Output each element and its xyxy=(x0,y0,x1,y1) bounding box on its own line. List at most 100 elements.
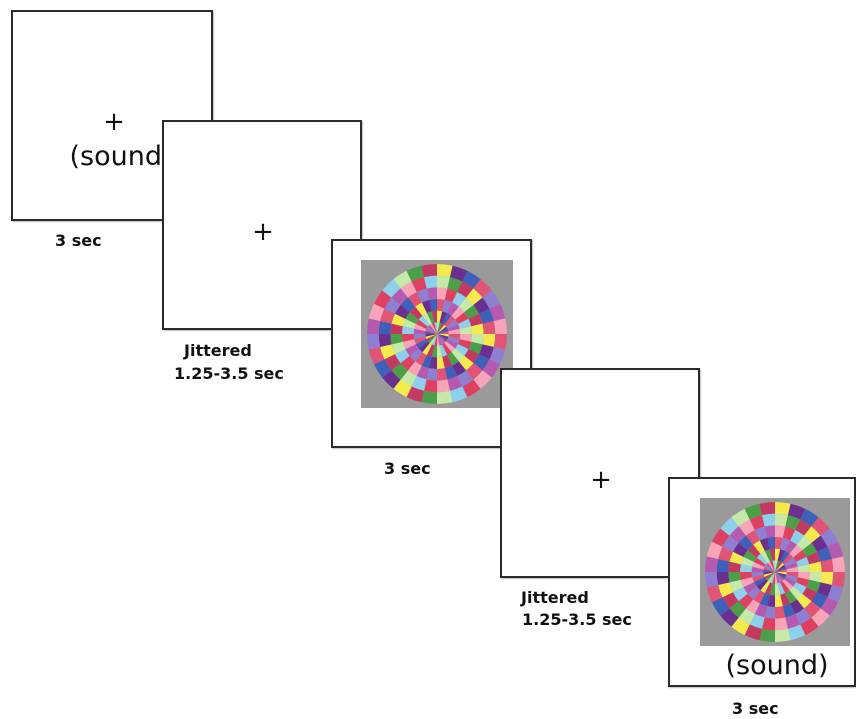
checker-segment xyxy=(444,341,456,353)
checker-segment xyxy=(448,328,461,334)
checker-segment xyxy=(434,322,437,334)
checker-segment xyxy=(738,608,755,625)
checker-segment xyxy=(427,334,437,344)
checker-segment xyxy=(447,302,459,316)
checker-segment xyxy=(747,544,761,558)
checker-segment xyxy=(767,537,775,550)
checker-segment xyxy=(393,379,412,398)
checker-segment xyxy=(767,561,775,572)
checker-segment xyxy=(457,370,474,387)
checker-segment xyxy=(769,583,775,596)
checker-segment xyxy=(442,299,453,313)
checker-segment xyxy=(447,352,459,366)
checker-segment xyxy=(413,334,426,340)
checker-segment xyxy=(426,344,435,357)
checker-segment xyxy=(402,326,415,334)
checker-segment xyxy=(738,535,754,551)
checker-segment xyxy=(437,264,453,278)
checker-segment xyxy=(793,582,807,594)
checker-segment xyxy=(762,617,775,631)
checker-segment xyxy=(437,379,450,393)
checker-segment xyxy=(802,542,818,557)
checker-segment xyxy=(437,322,443,334)
checker-segment xyxy=(787,624,806,641)
checker-segment xyxy=(775,502,791,516)
frame-5: (sound) xyxy=(668,477,856,687)
checker-segment xyxy=(455,344,469,356)
checker-segment xyxy=(775,513,788,527)
checker-segment xyxy=(426,287,437,300)
checker-segment xyxy=(429,356,437,369)
checker-segment xyxy=(827,584,844,603)
checker-segment xyxy=(427,324,437,334)
checker-segment xyxy=(767,594,775,607)
checker-segment xyxy=(763,572,775,575)
checker-segment xyxy=(729,526,746,543)
checker-segment xyxy=(793,550,807,562)
checker-segment xyxy=(400,355,416,371)
checker-segment xyxy=(426,311,435,324)
checker-segment xyxy=(482,334,496,347)
checker-segment xyxy=(394,349,410,364)
checker-segment xyxy=(407,361,422,377)
checker-segment xyxy=(437,328,449,334)
checker-segment xyxy=(444,288,458,303)
checker-segment xyxy=(425,331,437,334)
checker-segment xyxy=(782,526,796,541)
checker-segment xyxy=(785,590,797,604)
checker-segment xyxy=(787,503,806,520)
checker-segment xyxy=(406,265,425,282)
checker-segment xyxy=(380,308,395,324)
checker-segment xyxy=(382,279,401,298)
checker-segment xyxy=(749,515,765,530)
checker-segment xyxy=(411,277,427,292)
checker-segment xyxy=(405,312,419,324)
checker-segment xyxy=(391,288,408,305)
frame-4-duration-line1: Jittered xyxy=(521,588,589,607)
radial-checkerboard-image xyxy=(700,498,850,646)
checker-segment xyxy=(775,572,778,584)
checker-segment xyxy=(429,299,437,312)
checker-segment xyxy=(775,566,787,572)
checker-segment xyxy=(458,339,472,350)
checker-segment xyxy=(406,386,425,403)
checker-segment xyxy=(769,572,775,584)
checker-segment xyxy=(468,313,483,327)
checker-segment xyxy=(732,542,748,557)
checker-segment xyxy=(716,559,730,572)
checker-segment xyxy=(382,370,401,389)
checker-segment xyxy=(820,597,839,616)
checker-segment xyxy=(400,297,416,313)
checker-segment xyxy=(780,550,790,563)
checker-segment xyxy=(775,569,787,572)
checker-segment xyxy=(820,528,839,547)
checker-segment xyxy=(390,334,403,345)
checker-segment xyxy=(775,572,783,583)
checker-segment xyxy=(378,334,392,347)
frame-5-duration: 3 sec xyxy=(732,699,779,718)
checker-segment xyxy=(479,308,494,324)
checker-segment xyxy=(732,587,748,602)
checker-segment xyxy=(744,503,763,520)
checker-segment xyxy=(731,508,750,527)
checker-segment xyxy=(740,572,753,580)
checker-segment xyxy=(437,322,440,334)
checker-segment xyxy=(759,502,775,516)
checker-segment xyxy=(752,561,765,570)
checker-segment xyxy=(722,592,739,609)
checker-segment xyxy=(764,549,773,562)
checker-segment xyxy=(775,562,785,572)
checker-segment xyxy=(418,341,430,353)
checker-segment xyxy=(448,334,461,340)
checker-segment xyxy=(493,318,507,334)
checker-segment xyxy=(373,290,392,309)
checker-segment xyxy=(402,334,415,342)
checker-segment xyxy=(384,354,401,371)
checker-segment xyxy=(718,582,733,598)
checker-segment xyxy=(415,302,427,316)
checker-segment xyxy=(431,322,437,334)
checker-segment xyxy=(827,541,844,560)
checker-segment xyxy=(775,564,786,572)
checker-segment xyxy=(784,557,797,567)
checker-segment xyxy=(705,556,719,572)
